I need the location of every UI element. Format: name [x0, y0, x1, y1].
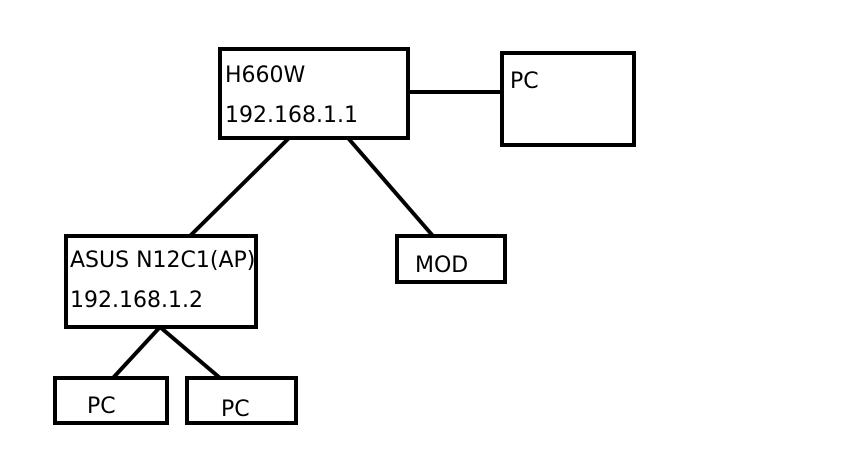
edge-ap-pc-left	[111, 325, 162, 380]
node-ap-box	[64, 234, 258, 329]
node-router: H660W 192.168.1.1	[218, 47, 410, 140]
node-pc-middle: PC	[185, 376, 298, 425]
node-pc-middle-box	[185, 376, 298, 425]
node-mod-name: MOD	[415, 253, 468, 278]
node-mod: MOD	[395, 234, 507, 284]
node-router-ip: 192.168.1.1	[225, 103, 358, 128]
node-pc-left-box	[53, 376, 169, 425]
node-router-name: H660W	[225, 63, 306, 88]
node-pc-middle-name: PC	[221, 397, 250, 422]
node-mod-box	[395, 234, 507, 284]
node-pc-right: PC	[500, 51, 636, 147]
node-ap-name: ASUS N12C1(AP)	[70, 248, 255, 273]
edge-router-mod	[346, 136, 435, 238]
node-pc-right-box	[500, 51, 636, 147]
node-pc-left: PC	[53, 376, 169, 425]
node-pc-left-name: PC	[87, 394, 116, 419]
node-ap: ASUS N12C1(AP) 192.168.1.2	[64, 234, 258, 329]
edge-ap-pc-middle	[158, 325, 222, 380]
node-ap-ip: 192.168.1.2	[70, 288, 203, 313]
edge-router-ap	[188, 136, 291, 238]
node-pc-right-name: PC	[510, 69, 539, 94]
node-router-box	[218, 47, 410, 140]
